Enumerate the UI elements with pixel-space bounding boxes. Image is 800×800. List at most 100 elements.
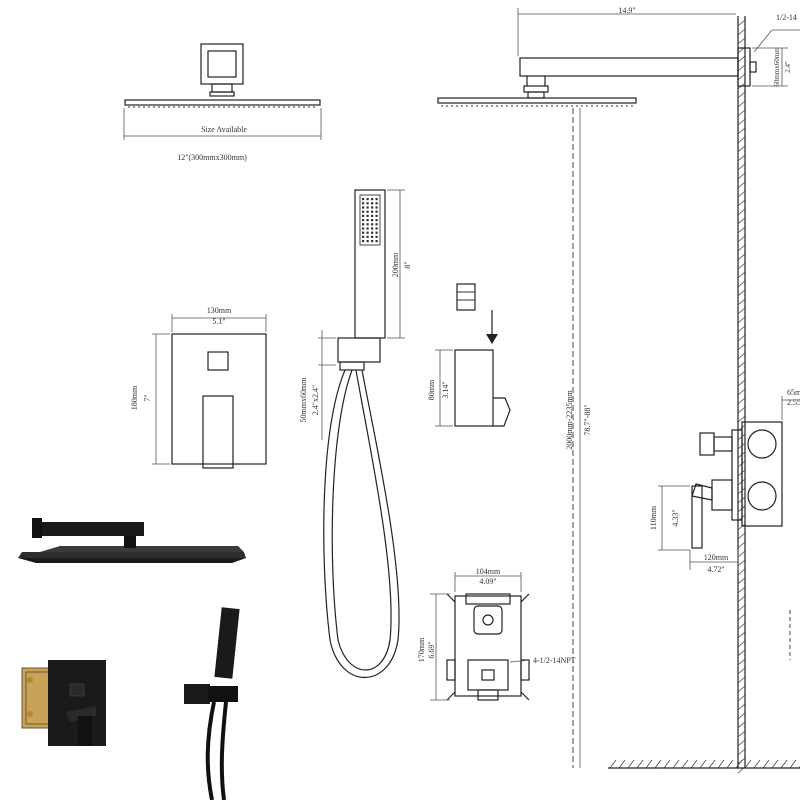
spray-nozzle (371, 231, 374, 234)
wall-hatch-line (737, 748, 746, 756)
wall-hatch-line (737, 271, 746, 279)
wall-hatch-line (737, 604, 746, 612)
black-trim-render (21, 660, 106, 746)
wall-hatch-line (737, 712, 746, 720)
spray-nozzle (362, 214, 365, 217)
wall-hatch-line (737, 190, 746, 198)
spray-nozzle (375, 198, 378, 201)
wall-hatch-line (737, 19, 746, 27)
spray-nozzle (375, 240, 378, 243)
black-head-render (18, 518, 246, 563)
spray-nozzle (375, 219, 378, 222)
spray-nozzle (366, 219, 369, 222)
spray-nozzle (362, 206, 365, 209)
wall-hatch-line (737, 658, 746, 666)
plate-width-mm-label: 130mm (207, 306, 232, 315)
holder-mm-label: 50mmx60mm (299, 377, 308, 423)
spray-nozzle (371, 240, 374, 243)
spray-nozzle (375, 227, 378, 230)
spray-nozzle (371, 198, 374, 201)
wall-hatch-line (737, 406, 746, 414)
floor-hatch-line (609, 759, 617, 769)
wall-hatch-line (737, 523, 746, 531)
install-side-view: 14.9" 1/2-14 60mmx60mm 2.4" 2000mm-2235m… (437, 6, 800, 774)
floor-hatch-line (627, 759, 635, 769)
wall-hatch-line (737, 361, 746, 369)
floor-hatch-line (717, 759, 725, 769)
valve-depth-mm-label: 65m (787, 388, 800, 397)
wall-hatch-line (737, 118, 746, 126)
wall-hatch-line (737, 541, 746, 549)
wall-hatch-line (737, 172, 746, 180)
wall-hatch-line (737, 370, 746, 378)
spray-nozzle (371, 219, 374, 222)
spray-nozzle (375, 206, 378, 209)
spray-nozzle (366, 227, 369, 230)
box-height-mm-label: 170mm (417, 637, 426, 662)
wall-hatch-line (737, 226, 746, 234)
install-height-in-label: 78.7"-88" (583, 404, 592, 435)
wall-hatch-line (737, 136, 746, 144)
spray-nozzle (366, 240, 369, 243)
plate-height-mm-label: 180mm (130, 385, 139, 410)
bracket-mm-label: 80mm (427, 379, 436, 400)
arm-height-mm-label: 60mmx60mm (773, 47, 781, 87)
spray-nozzle (375, 202, 378, 205)
wall-hatch-line (737, 622, 746, 630)
head-front-view: Size Available 12"(300mmx300mm) (123, 43, 322, 162)
spray-nozzle (375, 210, 378, 213)
wall-hatch-line (737, 667, 746, 675)
wall-hatch-line (737, 550, 746, 558)
wall-hatch-line (737, 253, 746, 261)
wall-hatch-line (737, 127, 746, 135)
black-handheld-render (184, 607, 240, 800)
wall-hatch-line (737, 244, 746, 252)
head-size-label: 12"(300mmx300mm) (177, 153, 247, 162)
spray-nozzle (366, 198, 369, 201)
floor-hatch-line (726, 759, 734, 769)
wall-hatch-line (737, 316, 746, 324)
wall-hatch-line (737, 307, 746, 315)
wall-hatch-line (737, 334, 746, 342)
floor-hatch-line (771, 759, 779, 769)
box-width-mm-label: 104mm (476, 567, 501, 576)
spray-nozzle (366, 206, 369, 209)
spray-nozzle (362, 219, 365, 222)
valve-box-drawing: 104mm 4.09" 170mm 6.69" 4-1/2-14NPT (417, 567, 576, 701)
spray-nozzle (371, 227, 374, 230)
spray-nozzle (362, 240, 365, 243)
spray-nozzle (371, 210, 374, 213)
spray-nozzle (371, 235, 374, 238)
handle-depth-in-label: 4.72" (707, 565, 724, 574)
handle-height-mm-label: 110mm (649, 505, 658, 530)
wall-hatch-line (737, 280, 746, 288)
wall-hatch-line (737, 568, 746, 576)
floor-hatch-line (690, 759, 698, 769)
spray-nozzle (366, 231, 369, 234)
wall-hatch-line (737, 235, 746, 243)
spray-nozzle (366, 214, 369, 217)
install-height-mm-label: 2000mm-2235mm (565, 389, 574, 449)
wall-bracket-drawing: 80mm 3.14" (427, 283, 511, 427)
thread-top-label: 1/2-14 (776, 13, 797, 22)
wall-hatch-line (737, 388, 746, 396)
wall-hatch-line (737, 298, 746, 306)
wall-hatch-line (737, 649, 746, 657)
box-height-in-label: 6.69" (427, 641, 436, 658)
wall-hatch-line (737, 343, 746, 351)
trim-plate-drawing: 130mm 5.1" 180mm 7" (130, 306, 267, 469)
spray-nozzle (375, 214, 378, 217)
wall-hatch-line (737, 730, 746, 738)
valve-depth-in-label: 2.55 (787, 398, 800, 407)
wall-hatch-line (737, 397, 746, 405)
floor-hatch-line (636, 759, 644, 769)
handle-height-in-label: 4.33" (671, 509, 680, 526)
wall-hatch-line (737, 325, 746, 333)
wall-hatch-line (737, 631, 746, 639)
wall-hatch-line (737, 577, 746, 585)
wall-hatch-line (737, 37, 746, 45)
arm-length-label: 14.9" (618, 6, 635, 15)
wall-hatch-line (737, 739, 746, 747)
spray-nozzle (375, 223, 378, 226)
wand-mm-label: 200mm (391, 252, 400, 277)
